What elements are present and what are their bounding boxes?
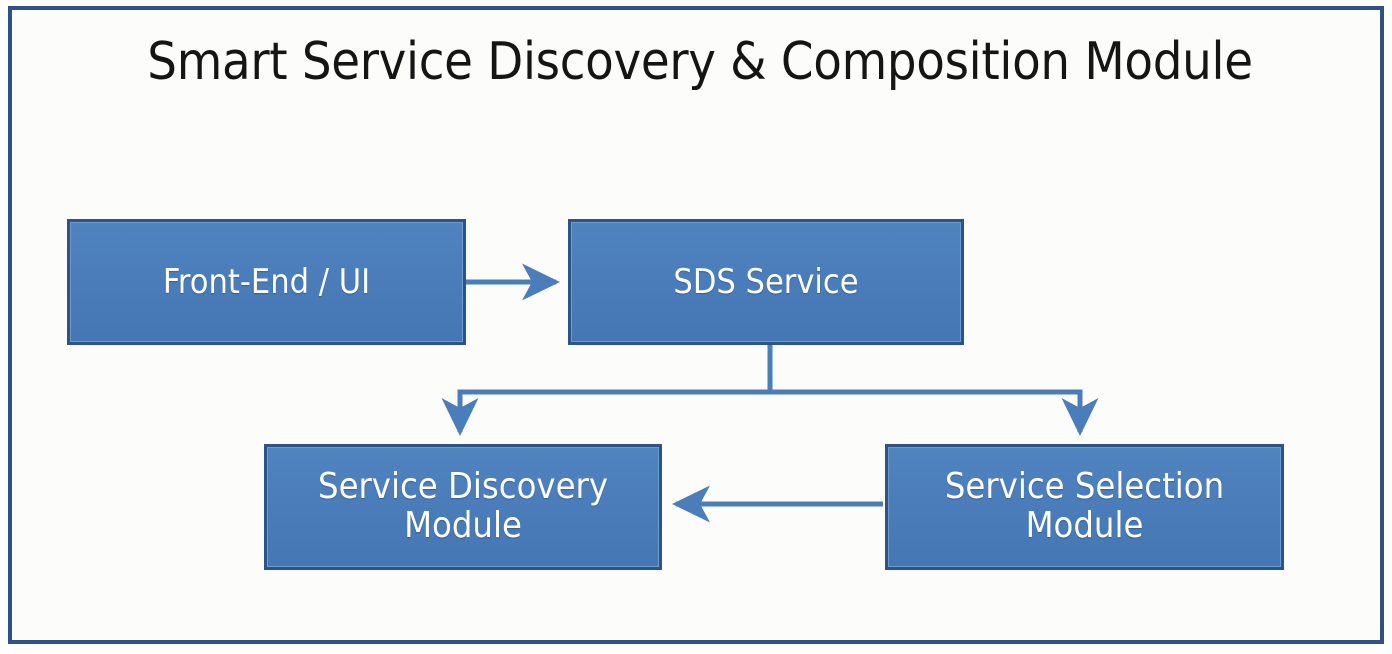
node-front-end-ui[interactable]: Front-End / UI — [67, 219, 466, 345]
page-title: Smart Service Discovery & Composition Mo… — [147, 32, 1253, 92]
node-sds-service[interactable]: SDS Service — [568, 219, 964, 345]
node-service-selection-module[interactable]: Service Selection Module — [885, 444, 1284, 570]
node-service-discovery-module[interactable]: Service Discovery Module — [264, 444, 662, 570]
